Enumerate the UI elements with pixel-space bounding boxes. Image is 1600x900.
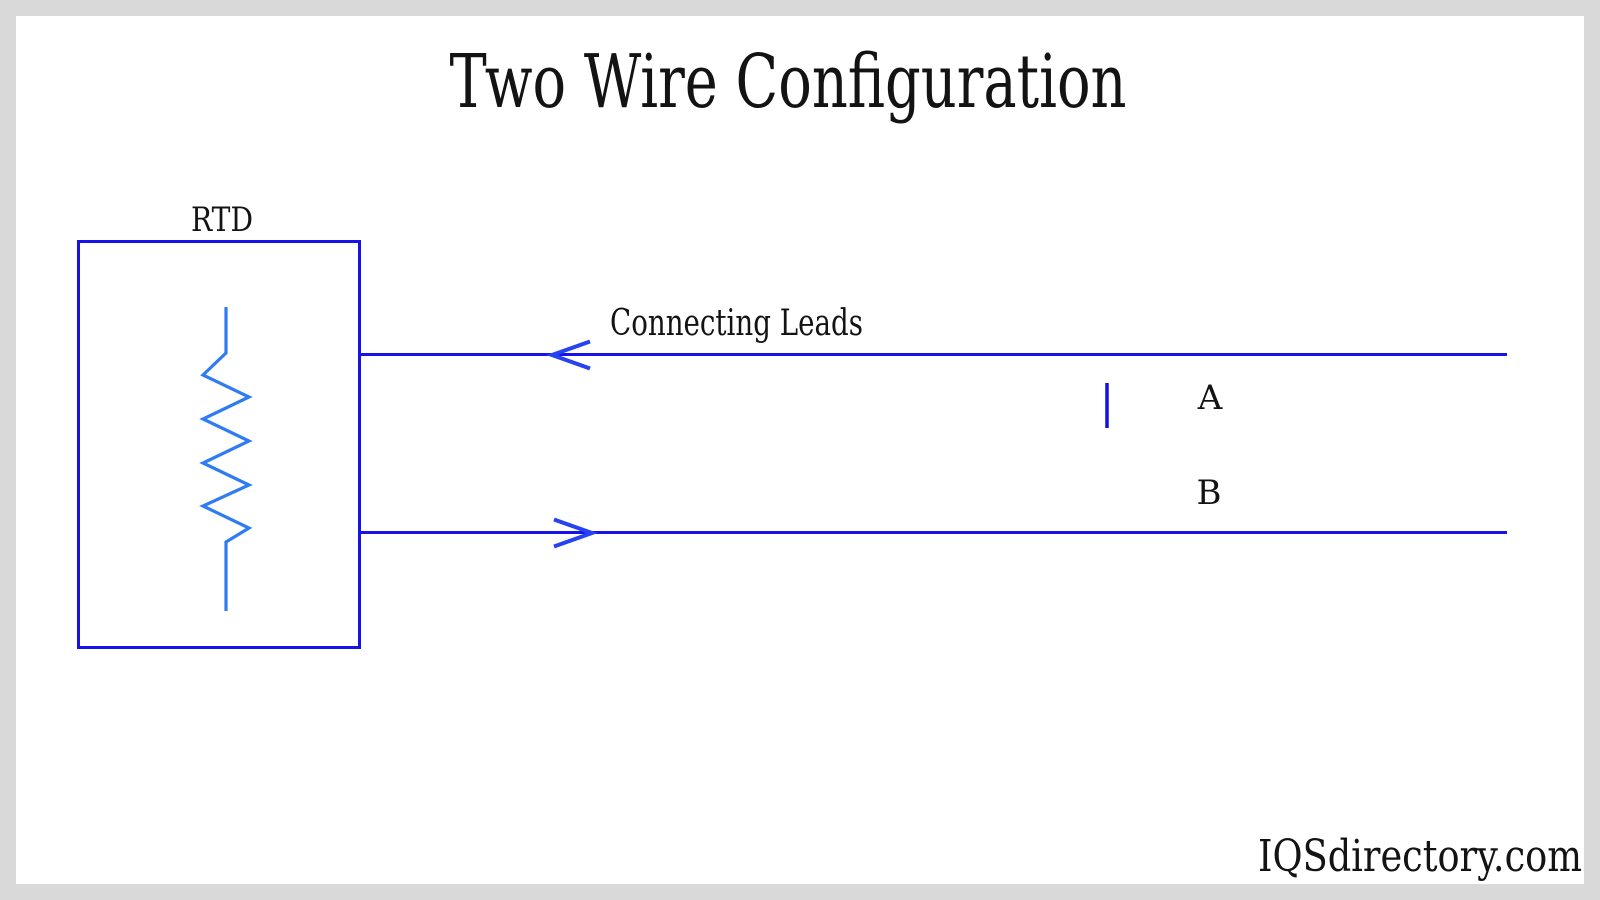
rtd-label: RTD — [191, 200, 253, 240]
resistor-icon — [199, 307, 253, 611]
connecting-leads-label: Connecting Leads — [610, 303, 863, 344]
arrow-right-icon — [553, 517, 598, 549]
lead-b-label: B — [1197, 473, 1222, 513]
canvas-background — [16, 16, 1584, 884]
diagram-title: Two Wire Configuration — [450, 39, 1127, 125]
arrow-left-icon — [546, 339, 591, 371]
watermark-text: IQSdirectory.com — [1258, 831, 1582, 882]
rtd-box — [77, 240, 361, 649]
lead-a-label: A — [1197, 378, 1223, 418]
